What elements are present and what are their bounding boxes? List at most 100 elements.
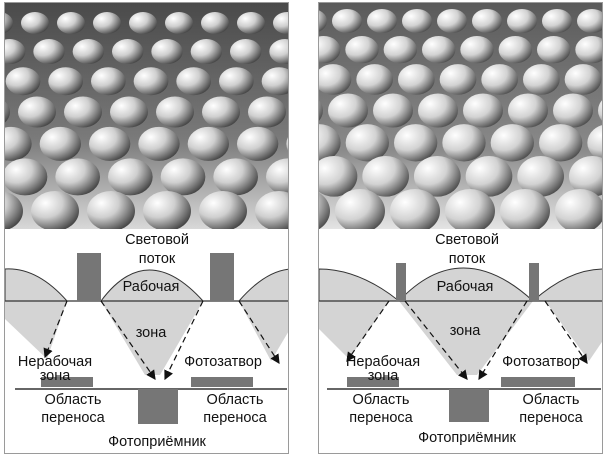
transfer-right-label-2: переноса: [203, 410, 267, 426]
light-shield-left: [396, 263, 406, 301]
microlens: [48, 67, 83, 95]
microlens: [213, 158, 258, 195]
microlens: [472, 9, 502, 33]
transfer-right-label-1: Область: [207, 392, 264, 408]
microlens: [91, 67, 126, 95]
microlens: [191, 39, 222, 64]
microlens: [373, 94, 413, 128]
microlens: [565, 64, 602, 95]
lens-left-edge: [319, 269, 399, 301]
left-panel: Световой поток Рабочая зона Нерабочая зо…: [4, 2, 289, 454]
light-flux-label-2: поток: [139, 251, 176, 267]
microlens: [89, 127, 130, 161]
right-panel: Световой поток Рабочая зона Нерабочая зо…: [318, 2, 603, 454]
microlens: [219, 67, 254, 95]
photodetector-label: Фотоприёмник: [418, 430, 516, 446]
microlens: [156, 97, 194, 128]
photodetector-label: Фотоприёмник: [108, 434, 206, 450]
microlens: [129, 12, 157, 34]
transfer-right-label-1: Область: [523, 392, 580, 408]
microlens: [64, 97, 102, 128]
side-cone-right: [545, 301, 603, 361]
microlens: [202, 97, 240, 128]
light-flux-label-1: Световой: [125, 232, 189, 248]
microlens: [237, 127, 278, 161]
lens-right-edge: [533, 269, 603, 301]
light-shield-right: [529, 263, 539, 301]
microlens: [201, 12, 229, 34]
microlens: [346, 124, 389, 161]
microlens: [165, 12, 193, 34]
microlens-photo-left: [5, 3, 289, 229]
microlens: [93, 12, 121, 34]
side-cone-right: [239, 301, 289, 361]
microlens: [542, 9, 572, 33]
transfer-bar-right: [501, 377, 575, 387]
photogate-label: Фотозатвор: [502, 354, 580, 370]
microlens: [362, 156, 409, 197]
working-zone-label-2: зона: [136, 325, 168, 341]
microlens: [108, 158, 153, 195]
transfer-left-label-2: переноса: [349, 410, 413, 426]
microlens: [57, 12, 85, 34]
microlens: [523, 64, 560, 95]
microlens: [73, 39, 104, 64]
microlens: [537, 36, 570, 63]
microlens: [328, 94, 368, 128]
microlens: [356, 64, 393, 95]
photodetector-block: [449, 389, 489, 422]
microlens: [508, 94, 548, 128]
lens-right-edge: [239, 269, 289, 301]
microlens: [55, 158, 100, 195]
microlens: [345, 36, 378, 63]
microlens: [367, 9, 397, 33]
microlens: [110, 97, 148, 128]
nonworking-zone-label-2: зона: [40, 368, 72, 384]
microlens: [237, 12, 265, 34]
photogate-label: Фотозатвор: [184, 354, 262, 370]
microlens: [460, 36, 493, 63]
microlens: [418, 94, 458, 128]
side-cone-left: [5, 301, 67, 359]
microlens: [463, 94, 503, 128]
microlens: [384, 36, 417, 63]
microlens: [332, 9, 362, 33]
microlens: [442, 124, 485, 161]
microlens: [553, 94, 593, 128]
microlens: [161, 158, 206, 195]
diagram-left: Световой поток Рабочая зона Нерабочая зо…: [5, 229, 289, 454]
microlens: [176, 67, 211, 95]
microlens: [230, 39, 261, 64]
light-shield-right: [210, 253, 234, 301]
transfer-right-label-2: переноса: [519, 410, 583, 426]
diagram-right: Световой поток Рабочая зона Нерабочая зо…: [319, 229, 603, 454]
light-flux-label-1: Световой: [435, 232, 499, 248]
microlens: [18, 97, 56, 128]
microlens: [422, 36, 455, 63]
transfer-left-label-2: переноса: [41, 410, 105, 426]
microlens-photo-right: [319, 3, 603, 229]
microlens: [499, 36, 532, 63]
microlens: [398, 64, 435, 95]
microlens: [437, 9, 467, 33]
microlens: [440, 64, 477, 95]
microlens: [40, 127, 81, 161]
transfer-left-label-1: Область: [353, 392, 410, 408]
microlens: [248, 97, 286, 128]
working-zone-label-1: Рабочая: [437, 279, 494, 295]
microlens: [402, 9, 432, 33]
microlens: [138, 127, 179, 161]
working-zone-label-2: зона: [450, 323, 482, 339]
microlens: [21, 12, 49, 34]
photodetector-block: [138, 389, 178, 424]
transfer-bar-right: [191, 377, 253, 387]
working-zone-label-1: Рабочая: [123, 279, 180, 295]
microlens: [33, 39, 64, 64]
microlens: [481, 64, 518, 95]
microlens: [151, 39, 182, 64]
nonworking-zone-label-2: зона: [368, 368, 400, 384]
microlens: [507, 9, 537, 33]
microlens: [6, 67, 41, 95]
lens-left-edge: [5, 269, 67, 301]
light-flux-label-2: поток: [449, 251, 486, 267]
